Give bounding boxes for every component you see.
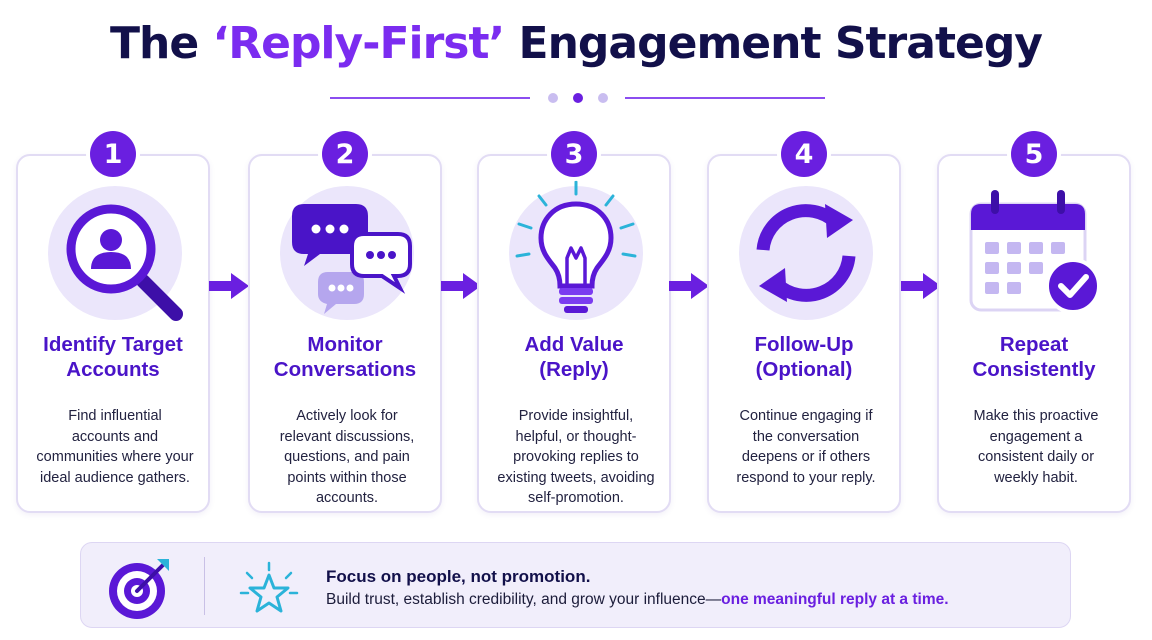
step-card-2: Monitor Conversations Actively look for … [248, 154, 442, 513]
divider-line-right [625, 97, 825, 99]
desc-line: respond to your reply. [736, 469, 876, 486]
arrow-right-icon [209, 273, 249, 299]
step-icon-circle-4 [739, 186, 873, 320]
desc-line: accounts and [71, 428, 159, 445]
desc-line: Make this proactive [973, 408, 1099, 424]
title-prefix: The [110, 18, 213, 69]
step-title-1: Identify Target Accounts [18, 332, 208, 382]
magnifier-user-icon [66, 204, 183, 321]
page-title: The ‘Reply-First’ Engagement Strategy [0, 18, 1152, 69]
step-title-line: Conversations [273, 358, 417, 381]
arrow-right-icon [901, 273, 941, 299]
title-divider [330, 90, 825, 106]
desc-line: provoking replies to [513, 449, 639, 465]
step-desc-3: Provide insightful, helpful, or thought-… [489, 406, 663, 509]
step-desc-5: Make this proactive engagement a consist… [949, 406, 1123, 488]
desc-line: engagement a [989, 428, 1083, 445]
title-accent: ‘Reply-First’ [212, 18, 506, 69]
desc-line: weekly habit. [994, 469, 1078, 486]
desc-line: points within those [287, 469, 407, 486]
step-title-line: Identify Target [43, 333, 183, 356]
sparkle-star-icon [239, 561, 299, 613]
calendar-check-icon [969, 190, 1101, 314]
refresh-cycle-icon [756, 204, 856, 302]
desc-line: deepens or if others [741, 449, 871, 465]
desc-line: Provide insightful, [518, 408, 634, 424]
banner-separator [204, 557, 205, 615]
step-card-4: Follow-Up (Optional) Continue engaging i… [707, 154, 901, 513]
desc-line: self-promotion. [528, 490, 624, 506]
desc-line: Actively look for [296, 408, 398, 424]
desc-line: existing tweets, avoiding [497, 469, 655, 486]
step-icon-circle-3 [509, 180, 643, 320]
step-title-4: Follow-Up (Optional) [709, 332, 899, 382]
step-card-5: Repeat Consistently Make this proactive … [937, 154, 1131, 513]
desc-line: questions, and pain [284, 449, 410, 465]
step-title-line: Add Value [524, 333, 624, 356]
desc-line: accounts. [315, 490, 379, 506]
step-title-5: Repeat Consistently [939, 332, 1129, 382]
step-title-2: Monitor Conversations [250, 332, 440, 382]
step-title-line: Follow-Up [754, 333, 854, 356]
step-title-line: (Reply) [539, 358, 609, 381]
target-arrow-icon [109, 559, 169, 619]
step-title-line: Monitor [307, 333, 383, 356]
step-desc-2: Actively look for relevant discussions, … [260, 406, 434, 509]
desc-line: communities where your [36, 449, 194, 465]
arrow-right-icon [441, 273, 481, 299]
summary-banner: Focus on people, not promotion. Build tr… [80, 542, 1071, 628]
step-badge-4: 4 [781, 131, 827, 177]
step-badge-1: 1 [90, 131, 136, 177]
title-suffix: Engagement Strategy [504, 18, 1043, 69]
arrow-right-icon [669, 273, 709, 299]
step-title-3: Add Value (Reply) [479, 332, 669, 382]
banner-subtext-plain: Build trust, establish credibility, and … [326, 591, 722, 608]
banner-subtext: Build trust, establish credibility, and … [326, 591, 949, 609]
divider-dot-right [598, 93, 608, 103]
desc-line: consistent daily or [977, 449, 1095, 465]
desc-line: relevant discussions, [279, 428, 415, 445]
step-badge-3: 3 [551, 131, 597, 177]
step-desc-4: Continue engaging if the conversation de… [719, 406, 893, 488]
divider-line-left [330, 97, 530, 99]
step-title-line: (Optional) [755, 358, 853, 381]
banner-subtext-highlight: one meaningful reply at a time. [721, 591, 949, 608]
divider-dot-left [548, 93, 558, 103]
step-card-3: Add Value (Reply) Provide insightful, he… [477, 154, 671, 513]
step-title-line: Accounts [66, 358, 160, 381]
step-icon-circle-2 [280, 186, 414, 320]
chat-bubbles-icon [292, 204, 412, 314]
desc-line: the conversation [752, 428, 860, 445]
desc-line: Continue engaging if [739, 408, 873, 424]
lightbulb-icon [515, 180, 637, 313]
banner-headline: Focus on people, not promotion. [326, 567, 591, 586]
desc-line: Find influential [68, 408, 162, 424]
step-desc-1: Find influential accounts and communitie… [28, 406, 202, 488]
desc-line: helpful, or thought- [515, 428, 637, 445]
step-title-line: Consistently [972, 358, 1096, 381]
step-icon-circle-1 [48, 186, 183, 321]
desc-line: ideal audience gathers. [40, 469, 190, 486]
step-badge-5: 5 [1011, 131, 1057, 177]
divider-dot-center [573, 93, 583, 103]
step-card-1: Identify Target Accounts Find influentia… [16, 154, 210, 513]
step-title-line: Repeat [999, 333, 1069, 356]
step-badge-2: 2 [322, 131, 368, 177]
step-icon-circle-5 [969, 186, 1103, 320]
